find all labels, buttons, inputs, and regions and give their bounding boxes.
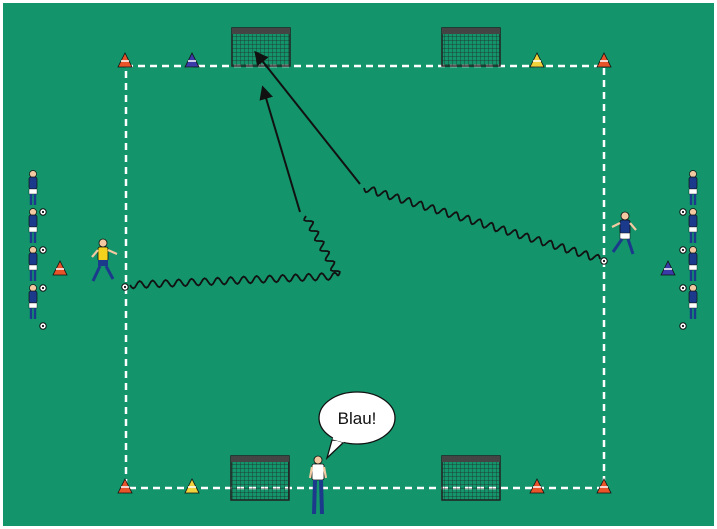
goal-top-right [442, 28, 500, 66]
ball-right [601, 258, 607, 264]
ball-left [122, 284, 128, 290]
coach-speech-text: Blau! [338, 409, 377, 428]
goal-bottom-right [442, 456, 500, 500]
goal-bottom-left [231, 456, 289, 500]
pitch-grass [3, 3, 714, 526]
